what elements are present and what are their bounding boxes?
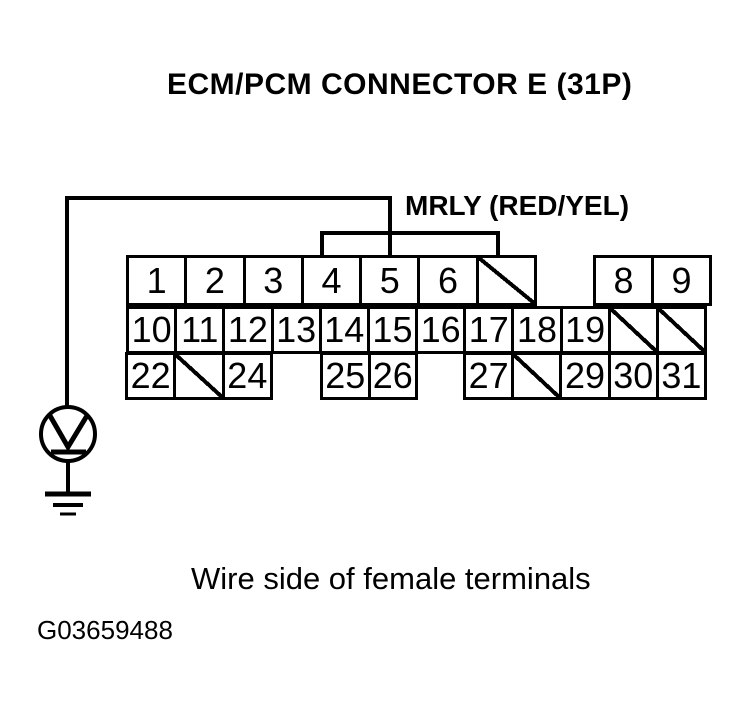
pin-row1-group1: 1 2 3 4 5 6 xyxy=(126,255,537,306)
pin-cell-9: 9 xyxy=(651,258,709,303)
blocked-pin-cell xyxy=(173,355,222,397)
pin-cell-30: 30 xyxy=(607,355,656,397)
pin-cell-17: 17 xyxy=(463,309,512,351)
pin-cell-31: 31 xyxy=(655,355,705,397)
wire-color-label: MRLY (RED/YEL) xyxy=(405,190,630,221)
pin-row1-group2: 8 9 xyxy=(593,255,712,306)
figure-id: G03659488 xyxy=(37,615,173,645)
pin-cell-16: 16 xyxy=(415,309,464,351)
pin-cell-24: 24 xyxy=(221,355,270,397)
pin-cell-8: 8 xyxy=(596,258,651,303)
pin-cell-14: 14 xyxy=(318,309,367,351)
earth-ground-icon xyxy=(45,491,91,516)
pin-cell-15: 15 xyxy=(366,309,416,351)
wire-trace xyxy=(65,196,392,406)
pin-cell-27: 27 xyxy=(466,355,512,397)
pin-cell-26: 26 xyxy=(367,355,415,397)
blocked-pin-cell xyxy=(475,258,534,303)
pin-cell-11: 11 xyxy=(174,309,223,351)
voltmeter-probe-icon xyxy=(39,405,97,494)
pin-row2-group1: 10 11 12 13 14 15 16 17 18 19 xyxy=(126,306,707,354)
blocked-pin-cell xyxy=(607,309,656,351)
caption: Wire side of female terminals xyxy=(191,561,591,596)
blocked-pin-cell xyxy=(655,309,705,351)
pin-cell-3: 3 xyxy=(242,258,301,303)
pin-row3-group2: 25 26 xyxy=(320,352,418,400)
pin-cell-19: 19 xyxy=(559,309,608,351)
pin-cell-22: 22 xyxy=(128,355,174,397)
connector-bracket xyxy=(320,231,500,257)
pin-cell-6: 6 xyxy=(417,258,476,303)
page-title: ECM/PCM CONNECTOR E (31P) xyxy=(167,68,633,101)
pin-cell-5: 5 xyxy=(359,258,418,303)
pin-cell-29: 29 xyxy=(559,355,608,397)
pin-cell-12: 12 xyxy=(222,309,271,351)
pin-cell-1: 1 xyxy=(129,258,185,303)
pin-row3-group1: 22 24 xyxy=(125,352,273,400)
pin-cell-25: 25 xyxy=(323,355,368,397)
pin-cell-10: 10 xyxy=(129,309,175,351)
pin-cell-13: 13 xyxy=(270,309,319,351)
blocked-pin-cell xyxy=(511,355,560,397)
pin-row3-group3: 27 29 30 31 xyxy=(463,352,707,400)
pin-cell-2: 2 xyxy=(184,258,243,303)
pin-cell-4: 4 xyxy=(300,258,360,303)
pin-cell-18: 18 xyxy=(511,309,560,351)
